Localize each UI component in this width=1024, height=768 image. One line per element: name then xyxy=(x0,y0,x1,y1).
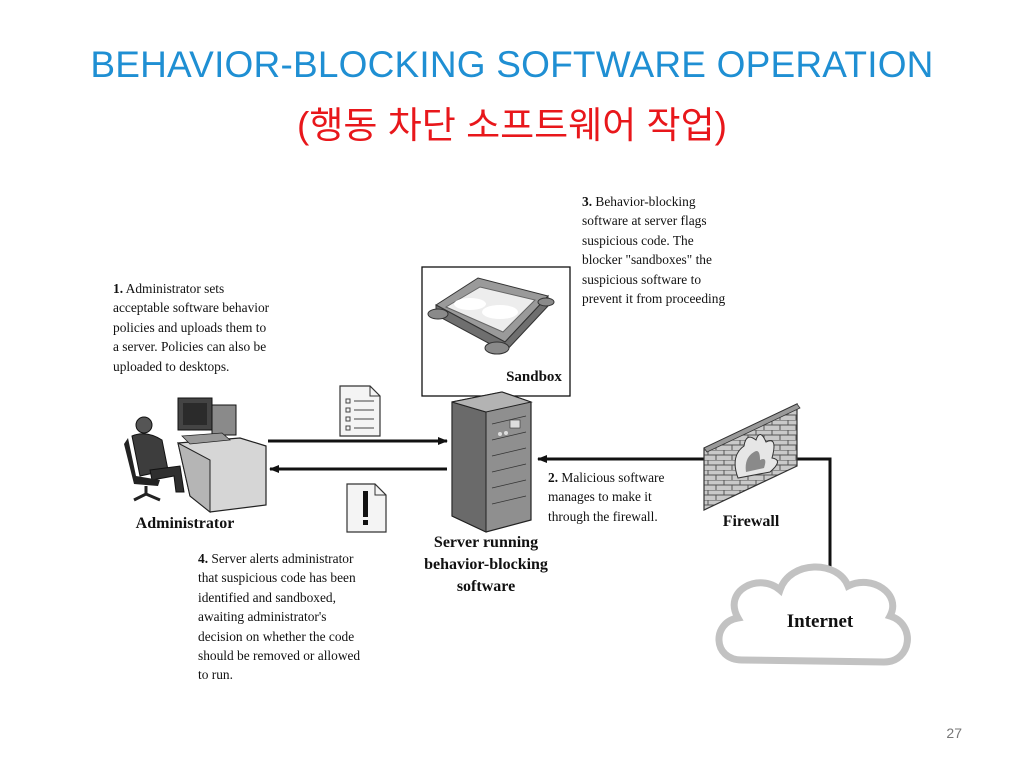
policy-document-icon xyxy=(339,385,381,437)
server-label: Server running behavior-blocking softwar… xyxy=(424,534,548,595)
server-rack-icon xyxy=(451,391,533,533)
administrator-label: Administrator xyxy=(135,515,235,532)
page-number: 27 xyxy=(946,725,962,741)
step-2-note: 2. Malicious software manages to make it… xyxy=(548,470,665,524)
step-1-note: 1. Administrator sets acceptable softwar… xyxy=(113,281,270,374)
slide-title: BEHAVIOR-BLOCKING SOFTWARE OPERATION xyxy=(90,44,934,85)
step-4-note: 4. Server alerts administrator that susp… xyxy=(198,551,361,683)
firewall-label: Firewall xyxy=(722,513,780,530)
administrator-workstation-icon xyxy=(124,397,267,514)
firewall-icon xyxy=(703,403,801,511)
internet-label: Internet xyxy=(786,611,854,632)
step-3-note: 3. Behavior-blocking software at server … xyxy=(582,194,726,307)
sandbox-label: Sandbox xyxy=(506,369,562,385)
arrow-internet-to-server xyxy=(537,455,832,568)
internet-cloud-icon xyxy=(715,563,911,666)
alert-document-icon xyxy=(346,483,387,533)
sandbox-icon xyxy=(421,266,571,397)
slide-subtitle: (행동 차단 소프트웨어 작업) xyxy=(297,105,727,146)
